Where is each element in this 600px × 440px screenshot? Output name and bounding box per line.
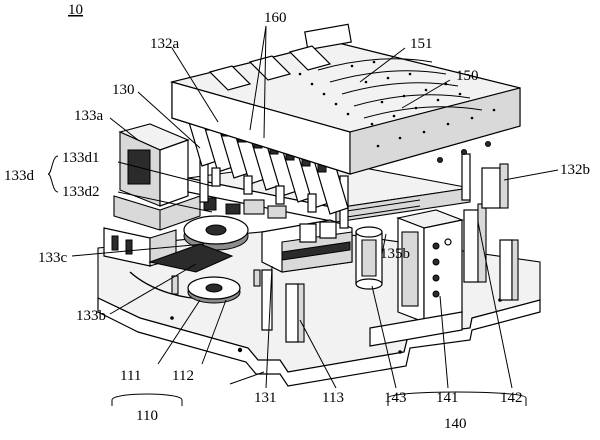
label-160: 160 bbox=[264, 10, 287, 26]
label-142: 142 bbox=[500, 390, 523, 406]
label-140: 140 bbox=[444, 416, 467, 432]
label-133c: 133c bbox=[38, 250, 68, 266]
label-150: 150 bbox=[456, 68, 479, 84]
label-132a: 132a bbox=[150, 36, 180, 52]
figure-number: 10 bbox=[68, 2, 83, 18]
label-130: 130 bbox=[112, 82, 135, 98]
motor-assembly bbox=[103, 123, 201, 267]
label-151: 151 bbox=[410, 36, 433, 52]
label-133b: 133b bbox=[76, 308, 106, 324]
label-143: 143 bbox=[384, 390, 407, 406]
label-112: 112 bbox=[172, 368, 194, 384]
top-plate bbox=[169, 23, 521, 175]
label-111: 111 bbox=[120, 368, 141, 384]
leader-lines bbox=[47, 25, 559, 406]
labels: 10 160 132a 151 130 150 133a 133d 133d1 … bbox=[4, 2, 590, 432]
label-131: 131 bbox=[254, 390, 277, 406]
label-132b: 132b bbox=[560, 162, 590, 178]
label-133d1: 133d1 bbox=[62, 150, 100, 166]
belt-drive bbox=[129, 215, 261, 304]
label-113: 113 bbox=[322, 390, 344, 406]
label-135b: 135b bbox=[380, 246, 410, 262]
support-legs bbox=[261, 239, 519, 343]
label-110: 110 bbox=[136, 408, 158, 424]
cylinder-module bbox=[355, 163, 509, 347]
label-141: 141 bbox=[436, 390, 459, 406]
label-133a: 133a bbox=[74, 108, 104, 124]
label-133d: 133d bbox=[4, 168, 35, 184]
label-133d2: 133d2 bbox=[62, 184, 100, 200]
